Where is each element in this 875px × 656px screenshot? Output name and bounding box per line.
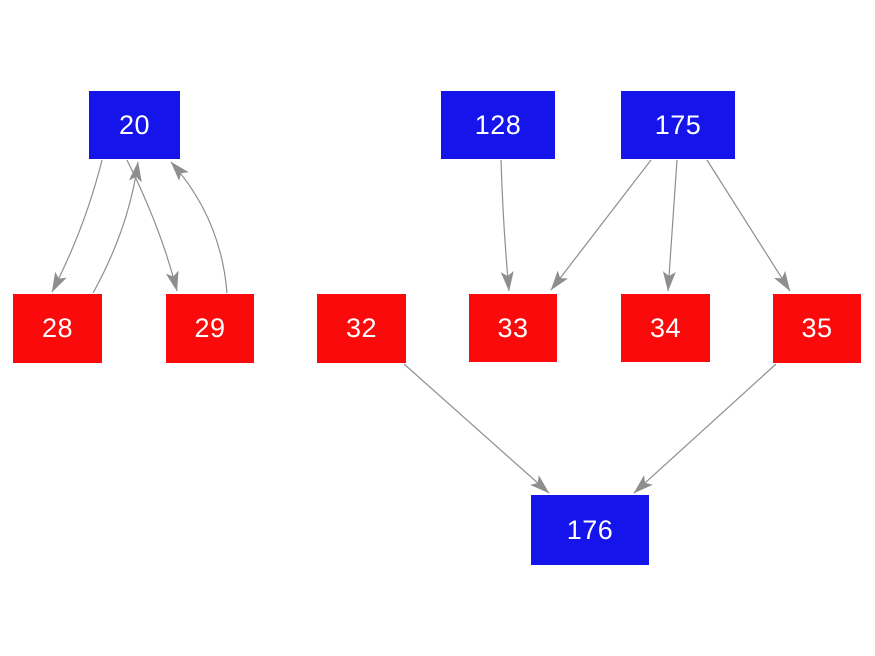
node-32-label: 32: [345, 313, 378, 343]
edge-29-20: [170, 161, 228, 294]
node-175-label: 175: [654, 109, 702, 140]
node-20-label: 20: [118, 109, 151, 140]
edge-175-35: [706, 159, 791, 292]
edge-175-33: [550, 159, 652, 291]
node-175: 175: [621, 91, 735, 159]
node-29-label: 29: [194, 313, 226, 343]
edge-175-34: [662, 159, 678, 292]
node-34: 34: [621, 294, 710, 362]
node-28: 28: [13, 294, 102, 363]
node-20: 20: [89, 91, 180, 159]
edge-28-20: [92, 161, 142, 294]
node-33-label: 33: [497, 312, 529, 343]
node-28-label: 28: [41, 313, 74, 343]
node-35: 35: [773, 294, 861, 363]
node-128: 128: [441, 91, 555, 159]
node-176: 176: [531, 495, 649, 565]
node-34-label: 34: [649, 312, 682, 343]
node-35-label: 35: [801, 313, 833, 343]
node-32: 32: [317, 294, 406, 363]
edge-35-176: [633, 363, 777, 494]
node-29: 29: [166, 294, 254, 363]
edge-20-28: [51, 159, 103, 293]
node-176-label: 176: [566, 514, 614, 545]
edge-20-29: [126, 159, 179, 292]
edge-32-176: [403, 363, 550, 494]
node-128-label: 128: [474, 109, 522, 140]
edge-128-33: [500, 159, 514, 292]
node-33: 33: [469, 294, 557, 362]
edges-group: [51, 159, 791, 494]
